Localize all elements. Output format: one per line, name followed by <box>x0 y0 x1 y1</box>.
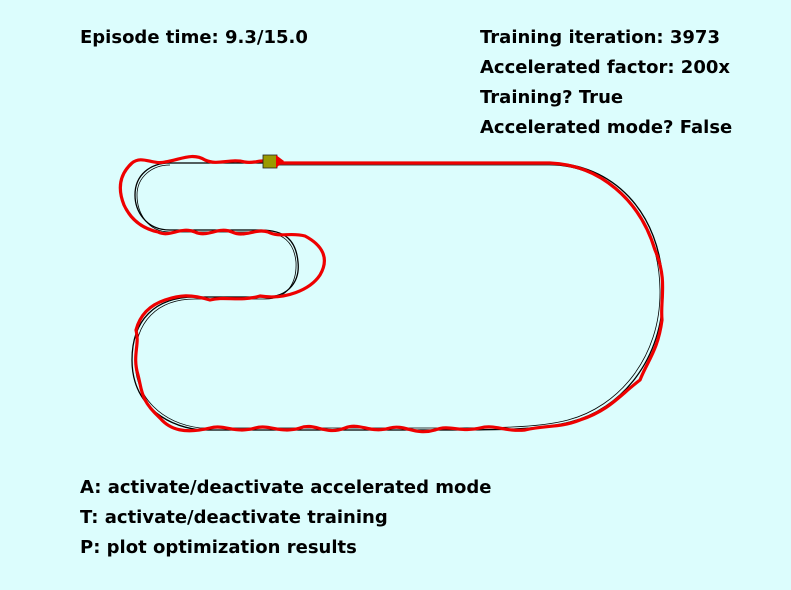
control-hint-accelerated: A: activate/deactivate accelerated mode <box>80 477 492 498</box>
training-status-label: Training? True <box>480 87 624 108</box>
control-hint-plot: P: plot optimization results <box>80 537 357 558</box>
car-body <box>262 154 278 169</box>
episode-time-label: Episode time: 9.3/15.0 <box>80 27 308 48</box>
accelerated-factor-label: Accelerated factor: 200x <box>480 57 730 78</box>
control-hint-training: T: activate/deactivate training <box>80 507 388 528</box>
track-outline <box>131 162 664 431</box>
track <box>131 162 664 431</box>
car-sprite <box>262 154 284 169</box>
agent-trajectory <box>118 154 665 434</box>
car-heading-indicator <box>276 155 284 168</box>
training-iteration-label: Training iteration: 3973 <box>480 27 720 48</box>
accelerated-mode-status-label: Accelerated mode? False <box>480 117 733 138</box>
